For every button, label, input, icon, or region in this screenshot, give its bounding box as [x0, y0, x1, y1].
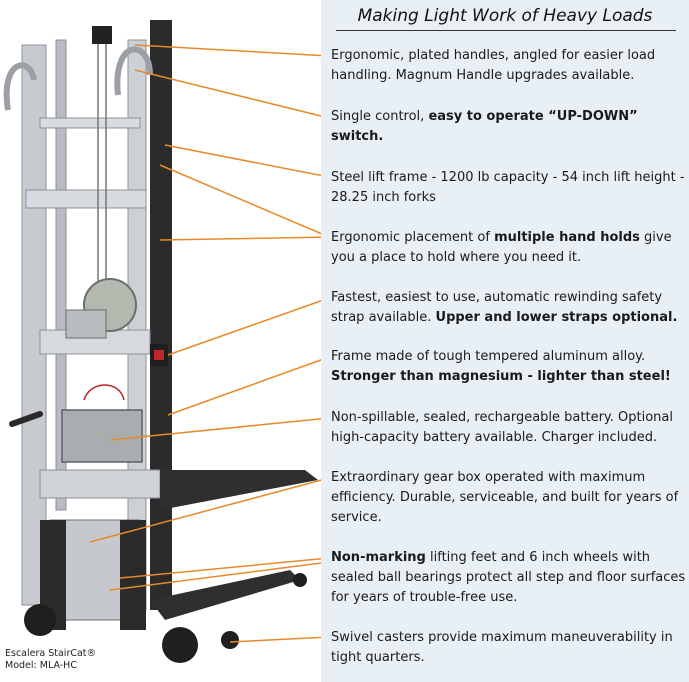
handle-right: [114, 46, 153, 96]
page-title: Making Light Work of Heavy Loads: [357, 6, 653, 26]
callout-lines: [89, 44, 330, 643]
wheel: [162, 627, 198, 663]
handle-left: [3, 62, 37, 111]
feature-text: Extraordinary gear box operated with max…: [331, 470, 679, 525]
feature-text: Steel lift frame - 1200 lb capacity - 54…: [331, 170, 685, 205]
cross-bar: [39, 469, 161, 499]
feature-text: Ergonomic, plated handles, angled for ea…: [331, 48, 656, 83]
motor: [65, 309, 107, 339]
feature-text: Non-spillable, sealed, rechargeable batt…: [331, 410, 673, 445]
feature-text-bold: Stronger than magnesium - lighter than s…: [331, 369, 671, 384]
cross-bar: [25, 189, 147, 209]
caption-product-name: Escalera StairCat®: [5, 648, 97, 659]
feature-text: Frame made of tough tempered aluminum al…: [331, 349, 646, 364]
feature-lift-frame: Steel lift frame - 1200 lb capacity - 54…: [331, 168, 689, 208]
feature-switch: Single control, easy to operate “UP-DOWN…: [331, 107, 689, 147]
cross-bar: [39, 117, 141, 129]
title-divider: [336, 30, 676, 31]
caster: [293, 573, 307, 587]
feature-text-bold: Upper and lower straps optional.: [435, 310, 678, 325]
inner-rail: [55, 39, 67, 511]
feature-text: give you a place to hold where you need …: [331, 230, 672, 265]
left-rail: [21, 44, 47, 606]
pulley-block: [92, 26, 112, 44]
fork: [150, 570, 300, 620]
feature-text: Fastest, easiest to use, automatic rewin…: [331, 290, 663, 325]
product-caption: Escalera StairCat® Model: MLA-HC: [5, 648, 96, 672]
feature-text: Single control,: [331, 109, 429, 124]
feature-battery: Non-spillable, sealed, rechargeable batt…: [331, 408, 689, 448]
feature-safety-strap: Fastest, easiest to use, automatic rewin…: [331, 288, 689, 328]
feature-gear-box: Extraordinary gear box operated with max…: [331, 468, 689, 528]
feature-aluminum-frame: Frame made of tough tempered aluminum al…: [331, 347, 689, 387]
feature-hand-holds: Ergonomic placement of multiple hand hol…: [331, 228, 689, 268]
feature-text: Swivel casters provide maximum maneuvera…: [331, 630, 673, 665]
feature-text-bold: Non-marking: [331, 550, 426, 565]
feature-text-bold: multiple hand holds: [494, 230, 640, 245]
feature-text: Ergonomic placement of: [331, 230, 495, 245]
feature-handles: Ergonomic, plated handles, angled for ea…: [331, 46, 689, 86]
feature-lifting-feet: Non-marking lifting feet and 6 inch whee…: [331, 548, 689, 608]
feature-casters: Swivel casters provide maximum maneuvera…: [331, 628, 689, 668]
feature-panel: [321, 0, 689, 682]
caption-model: Model: MLA-HC: [5, 660, 77, 671]
battery: [61, 409, 143, 463]
feature-text-bold: easy to operate “UP-DOWN” switch.: [331, 109, 638, 144]
lifting-foot: [120, 520, 146, 630]
crank: [9, 411, 43, 427]
feature-text: lifting feet and 6 inch wheels with seal…: [331, 550, 686, 605]
caster: [221, 631, 239, 649]
wheel: [24, 604, 56, 636]
fork: [160, 470, 318, 510]
